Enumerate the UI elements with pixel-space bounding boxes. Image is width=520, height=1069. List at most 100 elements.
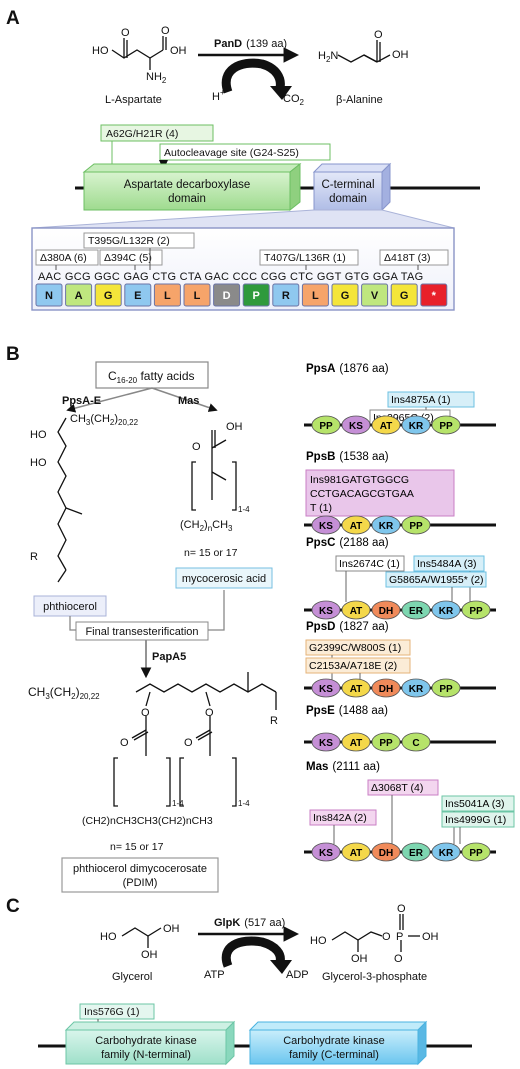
amino-acid-letter: G [341, 290, 350, 302]
alanine-oh: OH [392, 49, 409, 61]
pdim-skeleton [113, 672, 277, 807]
amino-acid-letter: P [253, 290, 260, 302]
mutation-box [387, 391, 475, 408]
papa5-label: PapA5 [152, 651, 186, 663]
aspartate-oh: OH [170, 45, 187, 57]
amino-acid-tile: E [124, 283, 152, 307]
amino-acid-letter: G [400, 290, 409, 302]
domain-label: AT [350, 521, 363, 532]
panel-label-a: A [6, 8, 20, 29]
product-label: β-Alanine [336, 94, 383, 106]
domain-label: KS [349, 421, 363, 432]
mutation-label: Ins5484A (3) [417, 558, 477, 570]
amino-acid-tile: D [213, 283, 241, 307]
kinase-c-label-1: Carbohydrate kinase [283, 1035, 385, 1047]
substrate-label: L-Aspartate [105, 94, 162, 106]
protein-name: PpsA(1876 aa) [306, 363, 389, 375]
curved-arrow-head [270, 86, 292, 100]
domain-at [341, 842, 371, 862]
domain-label: DH [379, 606, 393, 617]
domain-label: KR [409, 421, 424, 432]
amino-acid-tile: * [420, 283, 448, 307]
cterm-label-2: domain [329, 193, 367, 205]
amino-acid-letter: E [134, 290, 141, 302]
protein-name: PpsB(1538 aa) [306, 451, 389, 463]
amino-acid-tile: R [272, 283, 300, 307]
carbohydrate-kinase-c-domain [248, 1020, 428, 1066]
mutation-label: G5865A/W1955* (2) [389, 574, 484, 586]
mutation-label: G2399C/W800S (1) [309, 642, 401, 654]
domain-label: KR [439, 606, 454, 617]
amino-acid-letter: G [104, 290, 113, 302]
myco-chain: (CH2)nCH3 [180, 519, 233, 533]
domain-label: PP [439, 684, 453, 695]
mut-407-box [259, 249, 359, 266]
protein-name: PpsD(1827 aa) [306, 621, 389, 633]
amino-acid-tile: L [183, 283, 211, 307]
amino-acid-tile: G [331, 283, 359, 307]
amino-acid-tile: L [301, 283, 329, 307]
mycocerosic-skeleton [191, 430, 237, 511]
domain-ks [311, 678, 341, 698]
glycerol-oh2: OH [163, 923, 180, 935]
protein-ppsd: PpsD(1827 aa) G2399C/W800S (1) C2153A/A718… [304, 621, 496, 698]
decarboxylase-label-1: Aspartate decarboxylase [124, 179, 251, 191]
mutation-box [441, 811, 515, 828]
domain-pp [431, 415, 461, 435]
pdim-bracket-2: 1-4 [238, 799, 250, 808]
transester-label: Final transesterification [85, 626, 198, 638]
g3p-oh-right: OH [422, 931, 439, 943]
mutation-label: Ins2674C (1) [339, 558, 400, 570]
mutation-a62: A62G/H21R (4) [106, 128, 178, 140]
g3p-label: Glycerol-3-phosphate [322, 971, 427, 983]
amino-acid-tile: L [153, 283, 181, 307]
amino-acid-letter: A [75, 290, 83, 302]
mutation-label: CCTGACAGCGTGAA [310, 488, 414, 500]
domain-pp [461, 842, 491, 862]
transester-box [75, 621, 209, 641]
cterm-label-1: C-terminal [321, 179, 374, 191]
mutation-label: Ins4999G (1) [445, 814, 506, 826]
mutation-label: Ins981GATGTGGCG [310, 474, 409, 486]
pdim-o1: O [141, 707, 150, 719]
ins576g-label: Ins576G (1) [84, 1006, 139, 1018]
mutation-label: C2153A/A718E (2) [309, 660, 397, 672]
pdim-o2: O [205, 707, 214, 719]
aspartate-o1: O [121, 27, 130, 39]
glycerol-structure [121, 927, 162, 948]
autocleavage-box [159, 143, 331, 161]
fatty-acids-label: C16-20 fatty acids [108, 369, 195, 385]
mutation-box [309, 809, 377, 826]
autocleavage-label: Autocleavage site (G24-S25) [164, 147, 299, 159]
mutation-label: Ins4875A (1) [391, 394, 451, 406]
domain-ks [311, 600, 341, 620]
domain-label: ER [409, 606, 424, 617]
c-terminal-domain [312, 162, 392, 212]
domain-label: KS [319, 521, 333, 532]
domain-label: PP [319, 421, 333, 432]
mutation-tick-lines [55, 248, 419, 270]
domain-ks [311, 515, 341, 535]
protein-name: PpsC(2188 aa) [306, 537, 389, 549]
domain-label: KR [409, 684, 424, 695]
domain-ks [311, 842, 341, 862]
domain-c [401, 732, 431, 752]
domain-label: ER [409, 848, 424, 859]
myco-oh: OH [226, 421, 243, 433]
domain-label: C [412, 738, 419, 749]
glycerol-oh1: OH [141, 949, 158, 961]
panel-label-c: C [6, 896, 20, 917]
domain-kr [431, 842, 461, 862]
mas-arrow [151, 387, 218, 412]
mas-label: Mas [178, 395, 199, 407]
dna-sequence: AAC GCG GGC GAG CTG CTA GAC CCC CGG CTC … [38, 271, 423, 283]
pdim-r: R [270, 715, 278, 727]
domain-er [401, 600, 431, 620]
amino-acid-letter: N [45, 290, 53, 302]
l-aspartate-structure [111, 36, 167, 70]
alanine-h2n: H2N [318, 50, 338, 64]
pdim-o4: O [184, 737, 193, 749]
g3p-ho: HO [310, 935, 327, 947]
domain-label: PP [469, 606, 483, 617]
domain-at [341, 678, 371, 698]
